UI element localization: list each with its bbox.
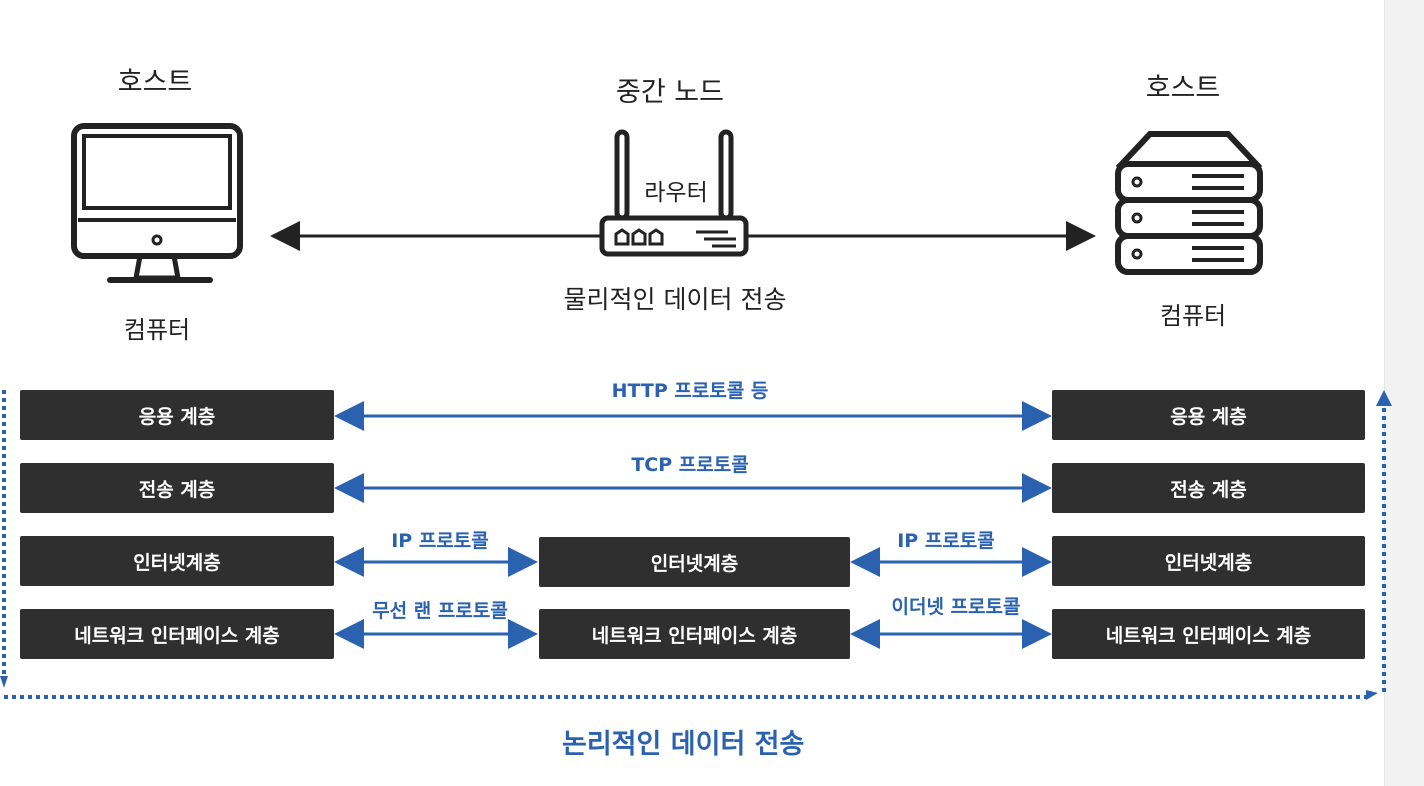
physical-transfer-label: 물리적인 데이터 전송 [563, 285, 787, 314]
layer-internet-left: 인터넷계층 [20, 536, 334, 586]
layer-netif-right: 네트워크 인터페이스 계층 [1052, 609, 1365, 659]
server-icon [1115, 131, 1263, 275]
router-icon [599, 129, 749, 257]
ip-label-right: IP 프로토콜 [897, 530, 995, 552]
ip-label-left: IP 프로토콜 [391, 530, 489, 552]
layer-internet-middle: 인터넷계층 [539, 537, 850, 587]
layer-transport-left: 전송 계층 [20, 463, 334, 513]
layer-internet-right: 인터넷계층 [1052, 536, 1365, 586]
layer-app-left: 응용 계층 [20, 390, 334, 440]
computer-right-label: 컴퓨터 [1159, 302, 1227, 330]
layer-app-right: 응용 계층 [1052, 390, 1365, 440]
wlan-label: 무선 랜 프로토콜 [372, 600, 508, 622]
layer-netif-middle: 네트워크 인터페이스 계층 [539, 609, 850, 659]
logical-path [0, 390, 1392, 700]
computer-left-label: 컴퓨터 [123, 316, 191, 344]
host-right-label: 호스트 [1145, 73, 1221, 104]
logical-transfer-label: 논리적인 데이터 전송 [562, 729, 805, 760]
tcp-label: TCP 프로토콜 [631, 454, 749, 476]
monitor-icon [71, 123, 243, 283]
host-left-label: 호스트 [117, 67, 193, 98]
http-label: HTTP 프로토콜 등 [611, 380, 769, 402]
layer-netif-left: 네트워크 인터페이스 계층 [20, 609, 334, 659]
middle-node-label: 중간 노드 [616, 77, 724, 108]
layer-transport-right: 전송 계층 [1052, 463, 1365, 513]
ethernet-label: 이더넷 프로토콜 [891, 596, 1021, 618]
router-label: 라우터 [644, 180, 707, 206]
